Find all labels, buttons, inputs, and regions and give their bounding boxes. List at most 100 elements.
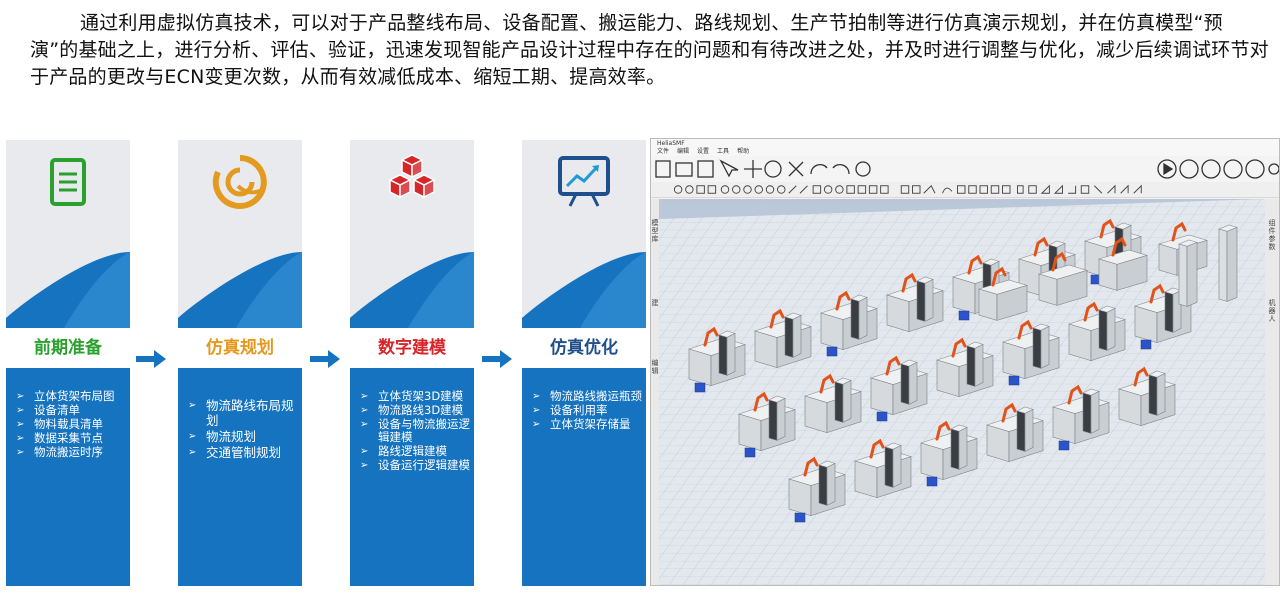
- step-item-list: 立体货架布局图 设备清单 物料载具清单 数据采集节点 物流搬运时序: [16, 390, 126, 460]
- machine-unit: [1016, 406, 1034, 452]
- robot-arm: [1067, 384, 1083, 405]
- window-title: HeliaSMF: [651, 139, 1279, 148]
- robot-arm: [1051, 251, 1067, 272]
- list-item: 物流路线搬运瓶颈: [532, 390, 642, 404]
- step-title: 前期准备: [34, 338, 102, 358]
- gauge-icon[interactable]: [1245, 159, 1265, 179]
- menu-file[interactable]: 文件: [657, 148, 670, 155]
- machine-unit: [784, 312, 802, 358]
- machine-unit: [768, 395, 786, 441]
- list-item: 设备利用率: [532, 404, 642, 418]
- menu-settings[interactable]: 设置: [697, 148, 710, 155]
- robot-arm: [1171, 221, 1187, 242]
- timer-icon[interactable]: [1268, 163, 1279, 175]
- material-bin: [958, 310, 970, 321]
- rail-label-model-library: 模型库: [651, 219, 659, 243]
- menu-tools[interactable]: 工具: [717, 148, 730, 155]
- right-arrow-icon: [310, 350, 340, 368]
- machine-unit: [916, 276, 934, 322]
- material-bin: [1140, 339, 1152, 350]
- document-icon: [50, 158, 86, 206]
- chart-board-icon: [558, 156, 610, 207]
- machine-unit: [718, 330, 736, 376]
- scale-icon[interactable]: [788, 161, 804, 177]
- material-bin: [926, 476, 938, 487]
- cycle-icon: [212, 155, 267, 209]
- machine-unit: [1148, 370, 1166, 416]
- list-item: 物流搬运时序: [16, 446, 126, 460]
- robot-arm: [951, 337, 967, 358]
- menu-help[interactable]: 帮助: [737, 148, 750, 155]
- machine-unit: [900, 359, 918, 405]
- robot-arm: [703, 326, 719, 347]
- robot-arm: [803, 456, 819, 477]
- machine-unit: [818, 460, 836, 506]
- list-item: 立体货架3D建模: [360, 390, 470, 404]
- machine-unit: [1178, 239, 1198, 307]
- rail-label-component-params: 组件参数: [1268, 219, 1276, 251]
- robot-arm: [1083, 301, 1099, 322]
- save-icon[interactable]: [697, 160, 714, 178]
- list-item: 设备与物流搬运逻 辑建模: [360, 418, 470, 444]
- 3d-viewport[interactable]: [659, 199, 1265, 585]
- right-arrow-icon: [482, 350, 512, 368]
- intro-paragraph: 通过利用虚拟仿真技术，可以对于产品整线布局、设备配置、搬运能力、路线规划、生产节…: [30, 10, 1270, 91]
- list-item: 设备运行逻辑建模: [360, 459, 470, 473]
- robot-arm: [1149, 283, 1165, 304]
- robot-arm: [869, 438, 885, 459]
- material-bin: [876, 411, 888, 422]
- robot-arm: [1033, 236, 1049, 257]
- list-item: 交通管制规划: [188, 445, 298, 460]
- machine-unit: [1032, 323, 1050, 369]
- pause-icon[interactable]: [1179, 159, 1199, 179]
- select-cursor-icon[interactable]: [719, 159, 739, 178]
- machine-unit: [935, 348, 995, 398]
- list-item: 物料载具清单: [16, 418, 126, 432]
- robot-arm: [991, 266, 1007, 287]
- list-item: 路线逻辑建模: [360, 445, 470, 459]
- right-arrow-icon: [136, 350, 166, 368]
- material-bin: [694, 382, 706, 393]
- rotate-icon[interactable]: [764, 160, 782, 178]
- rail-label-edit: 编辑: [651, 359, 659, 375]
- robot-arm: [819, 373, 835, 394]
- model-library-rail[interactable]: 模型库 建 编辑: [651, 199, 659, 585]
- robot-arm: [1133, 366, 1149, 387]
- redo-icon[interactable]: [832, 163, 850, 175]
- robot-arm: [769, 308, 785, 329]
- step-card-prepare: 前期准备 立体货架布局图 设备清单 物料载具清单 数据采集节点 物流搬运时序: [6, 140, 130, 586]
- list-item: 物流路线布局规划: [188, 398, 298, 428]
- speed-icon[interactable]: [1223, 159, 1243, 179]
- play-icon[interactable]: [1157, 159, 1177, 179]
- robot-arm: [935, 420, 951, 441]
- undo-icon[interactable]: [810, 163, 828, 175]
- menu-edit[interactable]: 编辑: [677, 148, 690, 155]
- step-card-modeling: 数字建模 立体货架3D建模 物流路线3D建模 设备与物流搬运逻 辑建模 路线逻辑…: [350, 140, 474, 586]
- robot-arm: [1001, 402, 1017, 423]
- robot-arm: [885, 355, 901, 376]
- machine-unit: [1037, 264, 1089, 306]
- robot-arm: [835, 290, 851, 311]
- new-file-icon[interactable]: [655, 160, 671, 178]
- machine-unit: [1097, 249, 1149, 291]
- simulation-window: HeliaSMF 文件 编辑 设置 工具 帮助: [650, 138, 1280, 586]
- material-bin: [826, 346, 838, 357]
- step-item-list: 物流路线布局规划 物流规划 交通管制规划: [188, 398, 298, 461]
- machine-unit: [1218, 224, 1238, 302]
- machine-unit: [950, 424, 968, 470]
- snap-icon[interactable]: [855, 161, 871, 177]
- menu-bar: 文件 编辑 设置 工具 帮助: [651, 148, 1279, 156]
- step-title: 数字建模: [378, 338, 446, 358]
- robot-arm: [753, 391, 769, 412]
- factory-layout-scene: [659, 199, 1265, 585]
- robot-arm: [967, 254, 983, 275]
- list-item: 物流路线3D建模: [360, 404, 470, 418]
- list-item: 设备清单: [16, 404, 126, 418]
- properties-rail[interactable]: 组件参数 机器人: [1265, 199, 1279, 585]
- move-icon[interactable]: [744, 160, 762, 178]
- robot-arm: [1099, 218, 1115, 239]
- step-item-list: 立体货架3D建模 物流路线3D建模 设备与物流搬运逻 辑建模 路线逻辑建模 设备…: [360, 390, 470, 473]
- stop-icon[interactable]: [1201, 159, 1221, 179]
- open-folder-icon[interactable]: [675, 162, 693, 177]
- robot-arm: [1111, 236, 1127, 257]
